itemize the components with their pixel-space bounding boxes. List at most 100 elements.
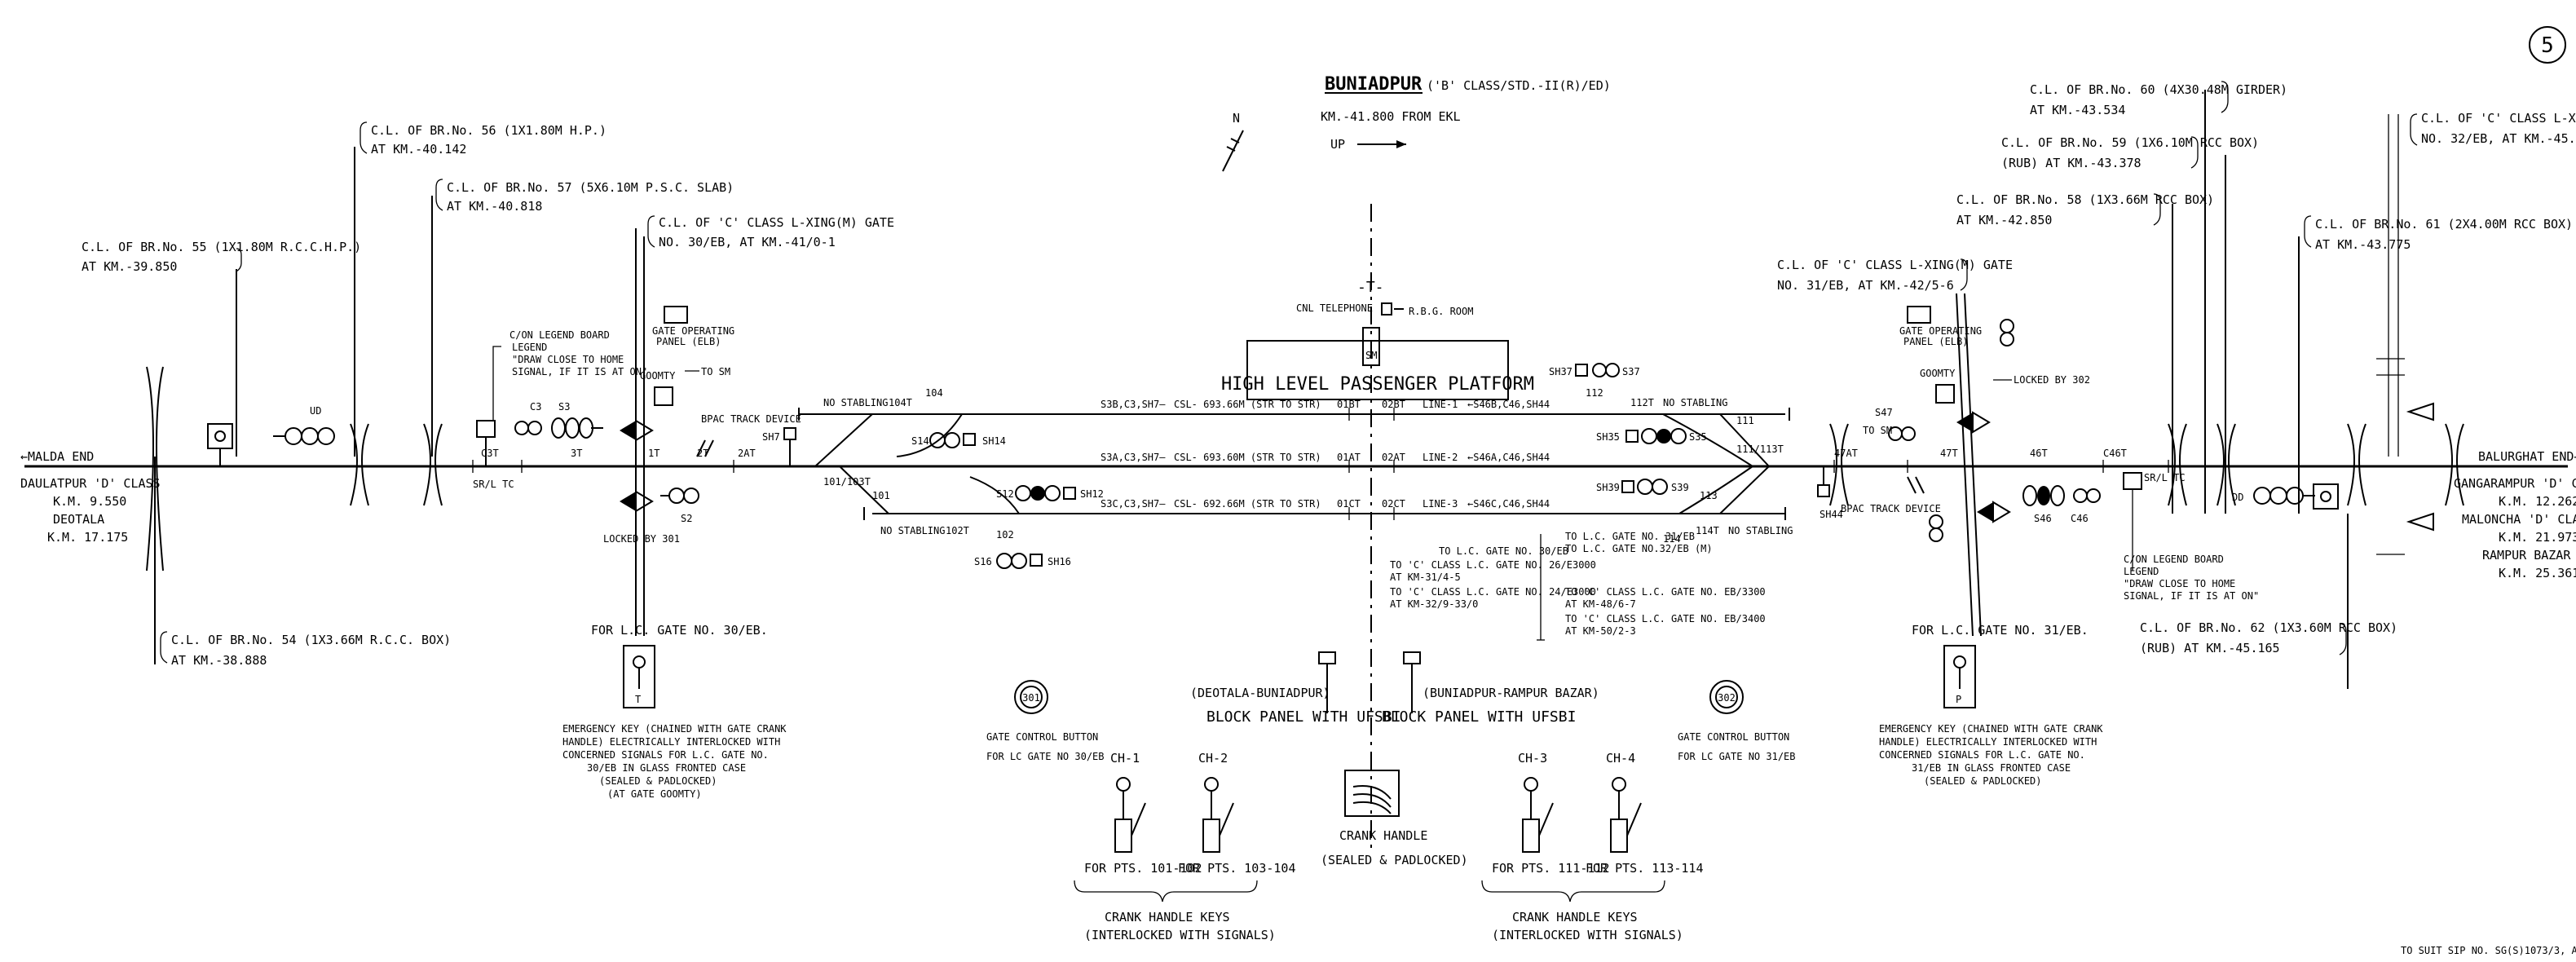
- svg-text:104: 104: [925, 387, 943, 399]
- bridge-62: C.L. OF BR.No. 62 (1X3.60M RCC BOX): [2140, 620, 2397, 635]
- svg-text:S12: S12: [996, 488, 1014, 500]
- gate-30: C.L. OF 'C' CLASS L-XING(M) GATE: [659, 215, 894, 230]
- right-end-label: BALURGHAT END→: [2478, 449, 2576, 464]
- svg-text:CRANK HANDLE: CRANK HANDLE: [1339, 828, 1427, 843]
- svg-text:K.M. 17.175: K.M. 17.175: [47, 530, 128, 545]
- svg-text:C46T: C46T: [2103, 448, 2127, 459]
- svg-text:C46: C46: [2071, 513, 2089, 524]
- svg-text:GATE OPERATING: GATE OPERATING: [652, 325, 734, 337]
- line-2-csl: CSL- 693.60M (STR TO STR): [1174, 452, 1321, 463]
- svg-text:S16: S16: [974, 556, 992, 567]
- svg-text:SH39: SH39: [1596, 482, 1620, 493]
- svg-text:TO 'C' CLASS L.C. GATE NO. EB/: TO 'C' CLASS L.C. GATE NO. EB/3300: [1565, 586, 1766, 598]
- svg-text:CRANK HANDLE KEYS: CRANK HANDLE KEYS: [1512, 910, 1638, 924]
- svg-text:C3T: C3T: [481, 448, 499, 459]
- svg-text:GATE CONTROL BUTTON: GATE CONTROL BUTTON: [1678, 731, 1789, 743]
- svg-text:S39: S39: [1671, 482, 1689, 493]
- svg-text:FOR L.C. GATE NO. 30/EB.: FOR L.C. GATE NO. 30/EB.: [591, 623, 768, 638]
- block-panel-icon: [1318, 651, 1336, 664]
- svg-text:NO. 30/EB, AT KM.-41/0-1: NO. 30/EB, AT KM.-41/0-1: [659, 235, 836, 249]
- svg-text:CH-1: CH-1: [1110, 751, 1140, 766]
- relay-room: R.B.G. ROOM: [1381, 302, 1473, 317]
- bridge-57: C.L. OF BR.No. 57 (5X6.10M P.S.C. SLAB): [447, 180, 734, 195]
- block-panels: (DEOTALA-BUNIADPUR) BLOCK PANEL WITH UFS…: [1190, 651, 1599, 726]
- signal-s12-icon: [1015, 485, 1031, 501]
- signal-box-icon: [207, 423, 233, 449]
- lc-notes: TO L.C. GATE NO. 30/EB TO 'C' CLASS L.C.…: [1390, 531, 1766, 641]
- svg-text:LOCKED BY 302: LOCKED BY 302: [2014, 374, 2090, 386]
- svg-text:EMERGENCY KEY (CHAINED WITH GA: EMERGENCY KEY (CHAINED WITH GATE CRANK: [562, 723, 787, 735]
- legend-board-icon: [476, 420, 496, 438]
- line-2-label: LINE-2: [1423, 452, 1458, 463]
- svg-text:S37: S37: [1622, 366, 1640, 377]
- emergency-key-right: FOR L.C. GATE NO. 31/EB. P EMERGENCY KEY…: [1879, 623, 2103, 787]
- svg-text:NO STABLING: NO STABLING: [1728, 525, 1793, 536]
- svg-text:SR/L TC: SR/L TC: [2144, 472, 2186, 483]
- crank-handles: CH-1 CH-2 CH-3 CH-4 FOR PTS. 1: [1074, 751, 1704, 942]
- signal-s39-icon: [1637, 479, 1653, 495]
- svg-text:NO. 32/EB, AT KM.-45.587: NO. 32/EB, AT KM.-45.587: [2421, 131, 2576, 146]
- bridge-55: C.L. OF BR.No. 55 (1X1.80M R.C.C.H.P.): [82, 240, 361, 254]
- svg-text:SH37: SH37: [1549, 366, 1573, 377]
- svg-text:C/ON LEGEND BOARD: C/ON LEGEND BOARD: [509, 329, 610, 341]
- bridge-54: C.L. OF BR.No. 54 (1X3.66M R.C.C. BOX): [171, 633, 451, 647]
- svg-text:SR/L TC: SR/L TC: [473, 479, 514, 490]
- crank-key-ch3: [1522, 777, 1554, 853]
- svg-text:1T: 1T: [648, 448, 659, 459]
- svg-text:TO SM: TO SM: [701, 366, 730, 377]
- svg-text:S35: S35: [1689, 431, 1707, 443]
- station-header: BUNIADPUR ('B' CLASS/STD.-II(R)/ED) KM.-…: [1321, 74, 1611, 152]
- svg-text:113: 113: [1700, 490, 1718, 501]
- svg-text:104T: 104T: [889, 397, 912, 408]
- svg-text:(DEOTALA-BUNIADPUR): (DEOTALA-BUNIADPUR): [1190, 686, 1330, 700]
- svg-text:"DRAW CLOSE TO HOME: "DRAW CLOSE TO HOME: [512, 354, 624, 365]
- svg-text:SIGNAL, IF IT IS AT ON": SIGNAL, IF IT IS AT ON": [512, 366, 647, 377]
- svg-text:FOR PTS. 111-112: FOR PTS. 111-112: [1492, 861, 1610, 876]
- svg-text:01BT: 01BT: [1337, 399, 1361, 410]
- svg-text:102: 102: [996, 529, 1014, 541]
- svg-text:CH-3: CH-3: [1518, 751, 1547, 766]
- svg-text:112T: 112T: [1630, 397, 1654, 408]
- svg-text:(RUB) AT KM.-43.378: (RUB) AT KM.-43.378: [2001, 156, 2142, 170]
- crank-key-ch1: [1114, 777, 1146, 853]
- bpac-icon: [696, 439, 714, 457]
- track-layout: [24, 408, 2568, 520]
- svg-text:AT KM-31/4-5: AT KM-31/4-5: [1390, 571, 1461, 583]
- station-class: ('B' CLASS/STD.-II(R)/ED): [1427, 78, 1611, 93]
- svg-text:K.M. 21.973: K.M. 21.973: [2499, 530, 2576, 545]
- bridge-notes: C.L. OF BR.No. 55 (1X1.80M R.C.C.H.P.) A…: [82, 81, 2573, 668]
- legend-board-icon: [2123, 472, 2142, 490]
- svg-text:K.M. 25.361: K.M. 25.361: [2499, 566, 2576, 580]
- svg-text:GATE OPERATING: GATE OPERATING: [1899, 325, 1982, 337]
- svg-text:(BUNIADPUR-RAMPUR BAZAR): (BUNIADPUR-RAMPUR BAZAR): [1423, 686, 1599, 700]
- main-signal-icon: [1956, 413, 1973, 432]
- svg-text:S47: S47: [1875, 407, 1893, 418]
- svg-text:"DRAW CLOSE TO HOME: "DRAW CLOSE TO HOME: [2124, 578, 2235, 589]
- bridge-56: C.L. OF BR.No. 56 (1X1.80M H.P.): [371, 123, 607, 138]
- left-stations: DAULATPUR 'D' CLASS K.M. 9.550 DEOTALA K…: [20, 476, 161, 545]
- svg-text:NO STABLING: NO STABLING: [880, 525, 945, 536]
- svg-text:111: 111: [1736, 415, 1754, 426]
- gate-panel-icon: [1907, 306, 1931, 324]
- svg-text:HANDLE) ELECTRICALLY INTERLOCK: HANDLE) ELECTRICALLY INTERLOCKED WITH: [562, 736, 780, 748]
- svg-text:(AT GATE GOOMTY): (AT GATE GOOMTY): [607, 788, 702, 800]
- svg-text:S14: S14: [911, 435, 929, 447]
- bridge-markers: [146, 90, 2464, 689]
- svg-text:UD: UD: [310, 405, 321, 417]
- svg-text:2AT: 2AT: [738, 448, 756, 459]
- gate-button-301: 301 GATE CONTROL BUTTON FOR LC GATE NO 3…: [986, 680, 1105, 762]
- svg-text:FOR PTS. 103-104: FOR PTS. 103-104: [1178, 861, 1296, 876]
- svg-text:DAULATPUR 'D' CLASS: DAULATPUR 'D' CLASS: [20, 476, 161, 491]
- svg-text:PANEL (ELB): PANEL (ELB): [656, 336, 721, 347]
- svg-text:302: 302: [1718, 692, 1736, 704]
- svg-text:TO 'C' CLASS L.C. GATE NO. EB/: TO 'C' CLASS L.C. GATE NO. EB/3400: [1565, 613, 1766, 624]
- svg-text:02BT: 02BT: [1382, 399, 1405, 410]
- line-2-signals: S3A,C3,SH7—: [1101, 452, 1166, 463]
- svg-text:(SEALED & PADLOCKED): (SEALED & PADLOCKED): [599, 775, 717, 787]
- svg-text:PANEL (ELB): PANEL (ELB): [1903, 336, 1968, 347]
- north-arrow: N: [1222, 111, 1244, 172]
- svg-text:FOR PTS. 113-114: FOR PTS. 113-114: [1586, 861, 1704, 876]
- svg-text:BPAC TRACK DEVICE: BPAC TRACK DEVICE: [1841, 503, 1941, 514]
- svg-text:SM: SM: [1365, 350, 1377, 361]
- crank-key-ch4: [1610, 777, 1642, 853]
